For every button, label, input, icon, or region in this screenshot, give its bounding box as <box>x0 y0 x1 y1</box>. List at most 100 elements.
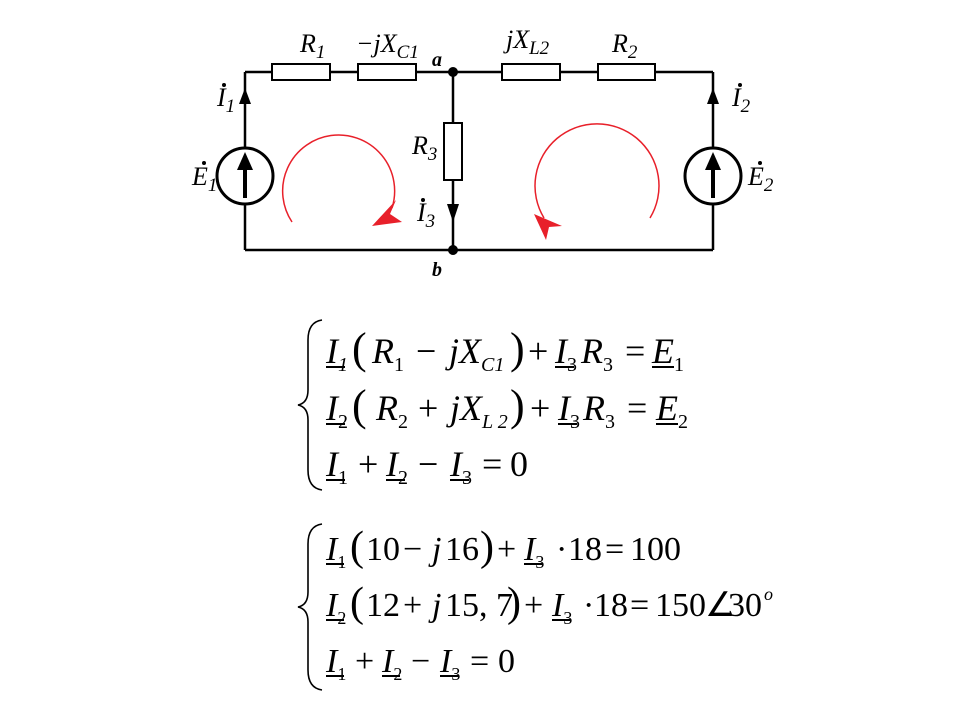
s2e3-i2: I2 <box>381 643 402 684</box>
s1e3-i2: I2 <box>385 444 408 489</box>
s2e1-eq: = <box>605 531 624 568</box>
loop-left-arrow-icon <box>281 134 396 223</box>
s2e1-op: − <box>403 531 422 568</box>
s2e2-angle: ∠ <box>705 587 735 624</box>
resistor-r3 <box>443 122 463 181</box>
s1e3-plus: + <box>358 444 378 484</box>
resistor-r2 <box>597 63 656 81</box>
s1e2-i3: I3 <box>557 388 580 433</box>
reactance-xc1 <box>357 63 417 81</box>
s1e2-op: + <box>418 388 438 428</box>
system1-eq3: I1 + I2 − I3 = 0 <box>325 444 528 489</box>
source-e1-arrow-icon <box>237 152 253 198</box>
s1e1-i1: I1 <box>325 331 348 376</box>
circuit-diagram <box>215 63 743 252</box>
s1e1-r1: R1 <box>371 331 404 376</box>
system1-eq2: I2 ( R2 + jXL 2 ) + I3 R3 = E2 <box>325 381 688 433</box>
label-node-b: b <box>432 259 442 281</box>
s2e2-phase: 30 <box>728 587 762 624</box>
source-e1 <box>215 146 275 206</box>
s2e1-j: j <box>428 531 441 568</box>
s1e2-jx: jXL 2 <box>446 388 508 433</box>
label-e1: E1 <box>191 161 217 196</box>
label-i3: I3 <box>416 198 435 232</box>
s1e2-eq: = <box>627 388 647 428</box>
label-node-a: a <box>432 49 442 71</box>
label-i2: I2 <box>731 83 751 117</box>
svg-text:I2: I2 <box>731 83 751 117</box>
s1e3-rhs: 0 <box>510 444 528 484</box>
system1-brace-icon <box>297 319 323 491</box>
s1e2-plus: + <box>530 388 550 428</box>
label-xl2: jXL2 <box>503 25 550 59</box>
s2e3-i3: I3 <box>439 643 460 684</box>
s1e2-r3: R3 <box>582 388 615 433</box>
system2-eq1: I1 ( 10 − j 16 ) + I3 · 18 = 100 <box>325 524 681 572</box>
s1e1-e1: E1 <box>651 331 684 376</box>
s2e1-k: 18 <box>568 531 602 568</box>
s2e3-i1: I1 <box>325 643 346 684</box>
current-i1-arrow-icon <box>239 88 251 104</box>
s2e1-dot: · <box>556 531 567 568</box>
s2e3-rhs: 0 <box>498 643 515 680</box>
label-r1: R1 <box>299 29 325 63</box>
s2e2-dot: · <box>583 587 594 624</box>
s2e3-plus: + <box>355 643 374 680</box>
s2e3-minus: − <box>411 643 430 680</box>
s2e2-j: j <box>428 587 441 624</box>
s1e2-lpar: ( <box>352 381 367 430</box>
svg-text:E2: E2 <box>747 162 774 196</box>
s1e1-rpar: ) <box>510 324 525 373</box>
s2e1-lpar: ( <box>350 524 364 570</box>
s2e2-k: 18 <box>594 587 628 624</box>
s2e2-i3: I3 <box>551 587 572 628</box>
svg-text:E1: E1 <box>191 162 217 196</box>
label-r3: R3 <box>411 131 437 165</box>
s2e2-a: 12 <box>366 587 400 624</box>
current-i3-arrow-icon <box>447 204 459 222</box>
svg-text:I3: I3 <box>416 198 435 232</box>
s2e1-rhs: 100 <box>630 531 681 568</box>
svg-text:I1: I1 <box>216 83 235 117</box>
s1e1-i3: I3 <box>554 331 577 376</box>
s2e1-a: 10 <box>366 531 400 568</box>
system1-eq1: I1 ( R1 − jXC1 ) + I3 R3 = E1 <box>325 324 684 376</box>
s1e1-lpar: ( <box>352 324 367 373</box>
label-e2: E2 <box>747 161 774 196</box>
system2-brace-icon <box>297 523 323 691</box>
resistor-r1 <box>271 63 331 81</box>
s1e3-i1: I1 <box>325 444 348 489</box>
s1e3-eq: = <box>482 444 502 484</box>
s2e2-plus: + <box>524 587 543 624</box>
s1e1-eq: = <box>625 331 645 371</box>
s2e1-plus: + <box>497 531 516 568</box>
s1e2-r2: R2 <box>375 388 408 433</box>
source-e2 <box>683 146 743 206</box>
current-i2-arrow-icon <box>707 88 719 104</box>
s2e2-i2: I2 <box>325 587 346 628</box>
s2e2-rpar: ) <box>507 580 521 626</box>
s1e2-i2: I2 <box>325 388 348 433</box>
s1e3-i3: I3 <box>449 444 472 489</box>
s1e3-minus: − <box>418 444 438 484</box>
s2e1-i3: I3 <box>523 531 544 572</box>
s2e2-rhs: 150 <box>655 587 706 624</box>
s2e2-eq: = <box>630 587 649 624</box>
system2-eq2: I2 ( 12 + j 15, 7 ) + I3 · 18 = 150 ∠ 30… <box>325 580 773 628</box>
s2e2-b: 15, 7 <box>445 587 513 624</box>
loop-left-arrowhead-icon <box>372 200 402 226</box>
s2e1-b: 16 <box>445 531 479 568</box>
node-b-dot <box>448 245 458 255</box>
label-i1: I1 <box>216 83 235 117</box>
s2e1-rpar: ) <box>480 524 494 570</box>
s1e2-rpar: ) <box>510 381 525 430</box>
reactance-xl2 <box>501 63 561 81</box>
loop-right-arrowhead-icon <box>534 214 562 240</box>
s1e1-op: − <box>416 331 436 371</box>
label-xc1: −jXC1 <box>356 29 419 63</box>
s1e2-e2: E2 <box>655 388 688 433</box>
s2e2-op: + <box>403 587 422 624</box>
label-r2: R2 <box>611 29 638 63</box>
s2e2-lpar: ( <box>350 580 364 626</box>
